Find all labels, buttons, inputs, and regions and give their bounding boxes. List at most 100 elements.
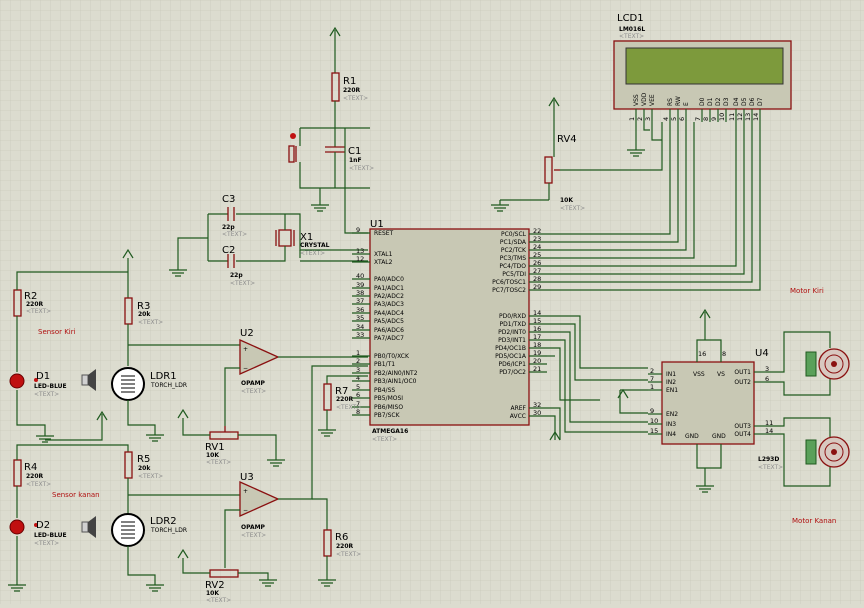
u2-ref: U2 [240, 328, 254, 339]
lcd1-pin-number: 13 [744, 113, 752, 121]
lcd1-pin-label: D2 [715, 97, 722, 106]
u1-pin-number: 5 [356, 383, 360, 391]
u1-pin-number: 17 [533, 333, 541, 341]
u4-pin-name: OUT2 [734, 379, 751, 386]
lcd1-pin-label: E [683, 102, 690, 106]
r6[interactable]: R6 220R <TEXT> [312, 498, 361, 587]
power-arrow-r1 [329, 26, 341, 37]
r1[interactable]: R1 220R <TEXT> [331, 30, 368, 128]
u1-pin-name: PB7/SCK [374, 412, 401, 419]
u4-pin-name: IN2 [666, 379, 676, 386]
speaker-icon-1 [81, 369, 96, 391]
u1-pin-name: PC2/TCK [501, 247, 527, 254]
u4-pin-number: 14 [765, 427, 773, 435]
c2-text: <TEXT> [230, 280, 255, 287]
r4-value: 220R [26, 473, 44, 480]
u4-gnd-label: GND [685, 433, 699, 440]
u1-pin-number: 36 [356, 306, 364, 314]
sensor-kanan-label: Sensor kanan [52, 491, 100, 499]
u1-pin-number: 21 [533, 365, 541, 373]
ldr2[interactable]: LDR2 TORCH_LDR [111, 513, 187, 547]
lcd1[interactable]: LCD1 LM016L <TEXT> VSS1VDD2VEE3RS4RW5E6D… [613, 13, 792, 122]
r6-text: <TEXT> [336, 551, 361, 558]
u3[interactable]: + − U3 OPAMP <TEXT> [239, 472, 280, 539]
c1[interactable]: C1 1nF <TEXT> [348, 146, 374, 172]
u1-pin-number: 18 [533, 341, 541, 349]
u1-pin-name: PC3/TMS [500, 255, 526, 262]
u4-pin-number: 16 [698, 350, 706, 358]
c2[interactable]: C2 22p <TEXT> [222, 245, 255, 287]
rv2-text: <TEXT> [206, 597, 231, 604]
ldr2-value: TORCH_LDR [150, 527, 187, 534]
r7[interactable]: R7 220R <TEXT> [318, 375, 368, 437]
lcd-bus [547, 122, 761, 291]
ldr1-ref: LDR1 [150, 371, 177, 382]
u1-pin-name: PC7/TOSC2 [492, 287, 526, 294]
rv4-text: <TEXT> [560, 205, 585, 212]
u1-pin-number: 4 [356, 374, 360, 382]
motor-kiri-label: Motor Kiri [790, 287, 824, 295]
u4-pin-name: OUT3 [734, 423, 751, 430]
u1-pin-number: 6 [356, 391, 360, 399]
ldr1[interactable]: LDR1 TORCH_LDR [111, 367, 187, 401]
u1-pin-number: 40 [356, 272, 364, 280]
lcd1-pin-label: D3 [723, 97, 730, 106]
u1-pin-name: PB3/AIN1/OC0 [374, 378, 417, 385]
c2-value: 22p [230, 272, 243, 279]
lcd1-pin-label: D6 [749, 97, 756, 106]
u4-text: <TEXT> [758, 464, 783, 471]
motor-kanan[interactable]: Motor Kanan [766, 417, 850, 525]
lcd1-pin-label: D5 [741, 97, 748, 106]
u1-pin-name: PD4/OC1B [495, 345, 526, 352]
u1-pin-name: PA3/ADC3 [374, 301, 404, 308]
u4-ref: U4 [755, 348, 769, 359]
u1-pin-name: PB6/MISO [374, 404, 403, 411]
r6-ref: R6 [335, 532, 348, 543]
r2-ref: R2 [24, 291, 37, 302]
u1-pin-name: PD1/TXD [500, 321, 527, 328]
u1-pin-name: PB1/T1 [374, 361, 395, 368]
u1-pin-name: XTAL1 [374, 251, 393, 258]
lcd1-pin-number: 5 [670, 117, 678, 121]
d1[interactable]: D1 LED-BLUE <TEXT> [9, 371, 67, 398]
u1-pin-name: PC4/TDO [499, 263, 526, 270]
rv2-ref: RV2 [205, 580, 225, 591]
d2[interactable]: D2 LED-BLUE <TEXT> [9, 519, 67, 547]
u1-pin-number: 30 [533, 409, 541, 417]
lcd1-ref: LCD1 [617, 13, 644, 24]
u4-body [661, 361, 755, 445]
lcd1-text: <TEXT> [619, 33, 644, 40]
rv1-text: <TEXT> [206, 459, 231, 466]
c3[interactable]: C3 22p <TEXT> [222, 194, 247, 238]
u3-text: <TEXT> [241, 532, 266, 539]
lcd1-pin-label: RW [675, 96, 682, 106]
motor-kiri[interactable]: Motor Kiri [766, 287, 850, 396]
u1-pin-number: 12 [356, 255, 364, 263]
u1-pin-number: 1 [356, 349, 360, 357]
u1-pin-number: 37 [356, 297, 364, 305]
lcd1-pin-number: 1 [628, 117, 636, 121]
speaker-icon-2 [81, 516, 96, 538]
lcd-gnd [627, 122, 645, 157]
u1-pin-number: 7 [356, 400, 360, 408]
u4-pin-name: OUT4 [734, 431, 751, 438]
r5-ref: R5 [137, 454, 150, 465]
u1-pin-name: PA6/ADC6 [374, 327, 404, 334]
rv4[interactable]: RV4 10K <TEXT> [491, 96, 663, 212]
u1-pin-name: AREF [510, 405, 526, 412]
svg-text:+: + [243, 488, 248, 495]
u1-pin-name: PB4/SS [374, 387, 395, 394]
d2-ref: D2 [36, 520, 50, 531]
x1-ref: X1 [300, 232, 313, 243]
u1-pin-number: 24 [533, 243, 541, 251]
u1-pin-number: 3 [356, 366, 360, 374]
u1-pin-number: 29 [533, 283, 541, 291]
r7-ref: R7 [335, 386, 348, 397]
lcd1-pin-number: 8 [702, 117, 710, 121]
u1-pin-number: 34 [356, 323, 364, 331]
u2[interactable]: + − U2 OPAMP <TEXT> [239, 328, 280, 395]
